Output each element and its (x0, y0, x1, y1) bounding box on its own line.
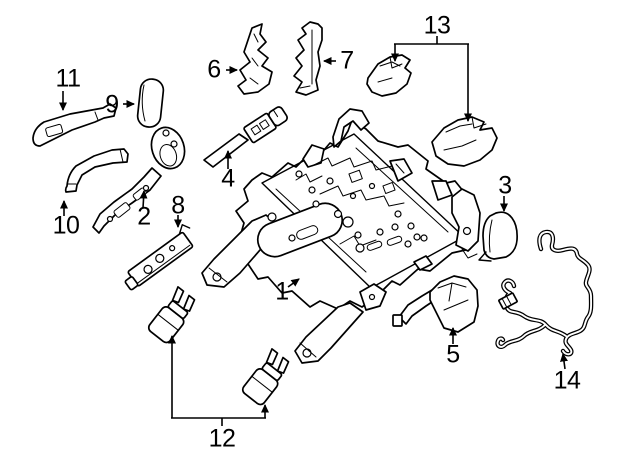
arrow-2 (139, 190, 148, 209)
part-5-shape (392, 275, 479, 333)
part-11-shape (32, 103, 117, 147)
part-6-shape (237, 23, 273, 95)
callout-label-4: 4 (221, 164, 235, 193)
callout-label-7: 7 (340, 46, 354, 75)
callout-label-11: 11 (55, 64, 81, 93)
arrow-1 (287, 278, 300, 288)
part-10-shape (64, 148, 129, 193)
part-12a-shape (147, 286, 196, 344)
part-7-shape (293, 21, 323, 96)
callout-label-12: 12 (208, 424, 236, 453)
callout-label-9: 9 (105, 90, 119, 119)
part-8-shape (124, 224, 194, 291)
part-4-shape (203, 106, 288, 168)
callout-label-2: 2 (137, 202, 151, 231)
callout-arrows (59, 36, 568, 426)
callout-label-10: 10 (52, 211, 80, 240)
part-9-shape (136, 78, 165, 128)
part-1-seat-frame (201, 108, 481, 364)
arrow-14 (560, 353, 568, 370)
callout-label-5: 5 (446, 340, 460, 369)
part-12b-shape (241, 348, 290, 406)
part-13b-shape (431, 116, 498, 167)
callout-label-6: 6 (207, 55, 221, 84)
callout-label-13: 13 (423, 11, 451, 40)
callout-label-14: 14 (553, 366, 581, 395)
callout-label-1: 1 (275, 277, 289, 306)
part-14-shape (495, 229, 594, 357)
callout-label-8: 8 (171, 191, 185, 220)
callout-label-3: 3 (498, 171, 512, 200)
part-3-shape (478, 211, 518, 262)
bracket-12 (168, 335, 269, 426)
part-13a-shape (366, 54, 412, 97)
bracket-13 (391, 36, 472, 122)
